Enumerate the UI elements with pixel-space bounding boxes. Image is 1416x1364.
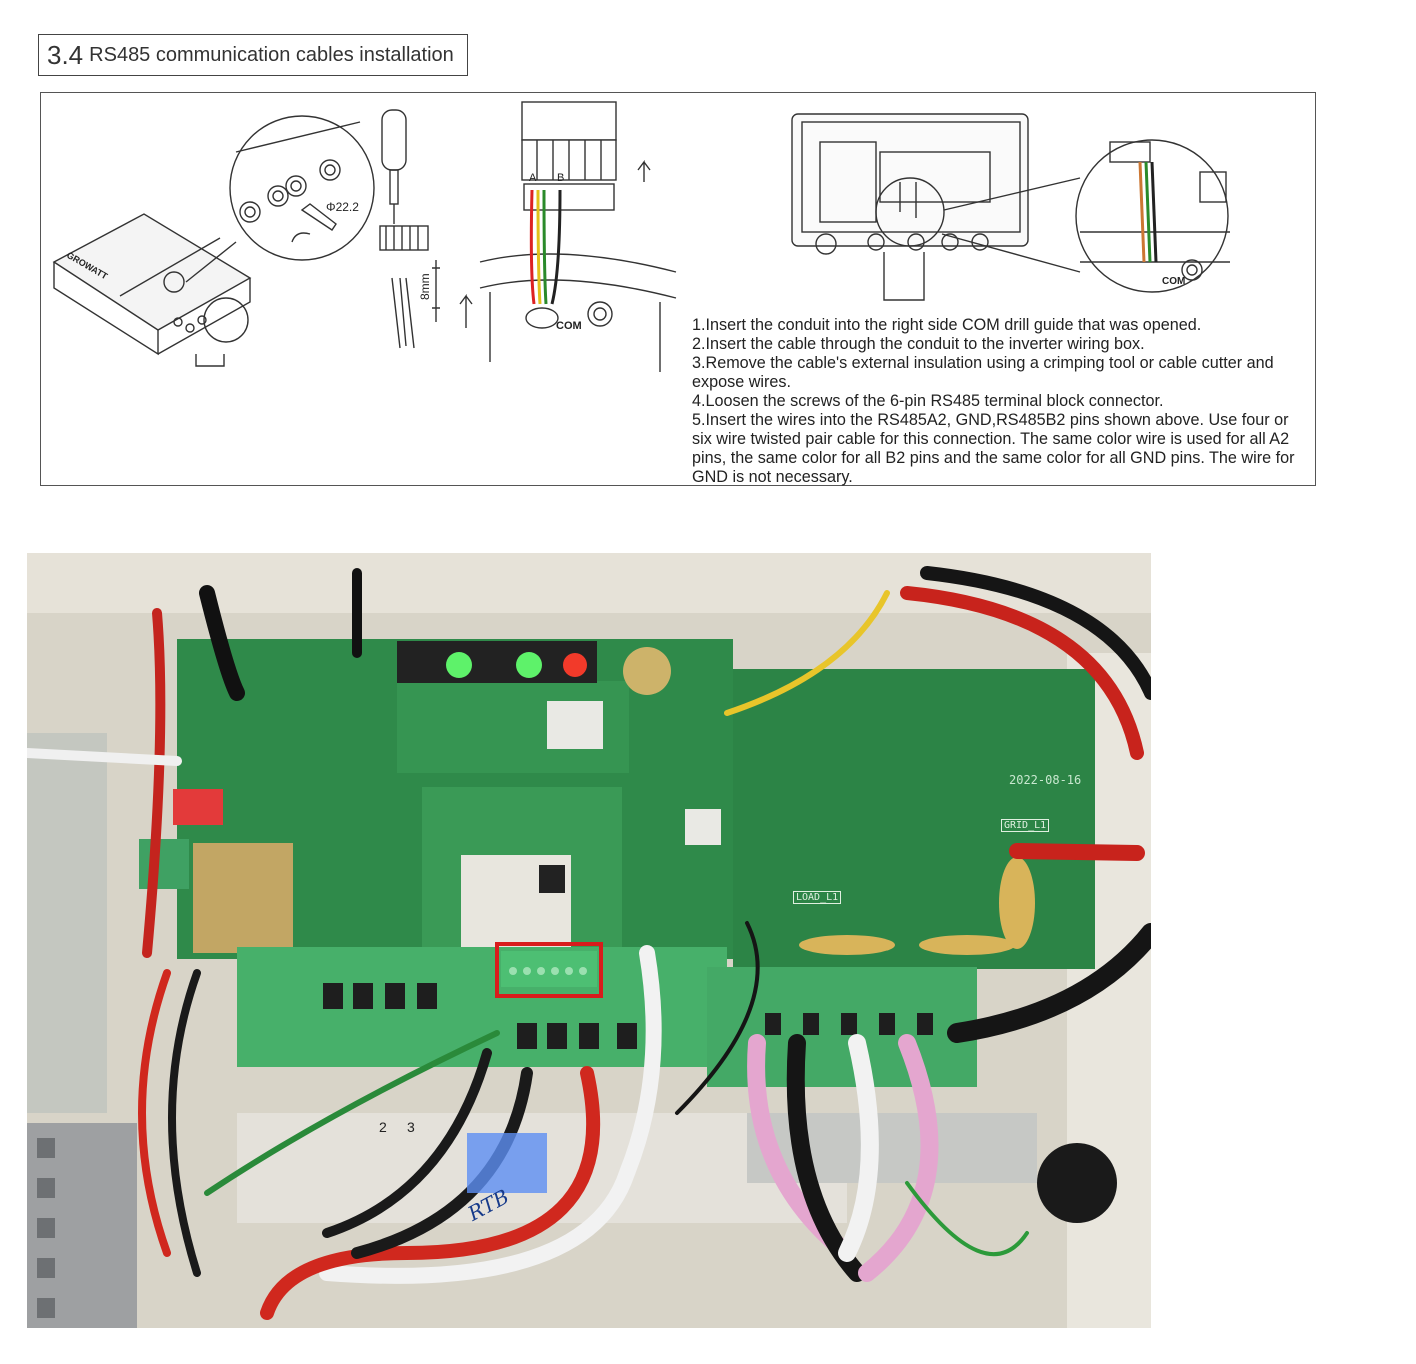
- inverter-illustration: [52, 213, 252, 367]
- pin-a-label: A: [529, 172, 537, 184]
- terminal-number-3: 3: [407, 1119, 415, 1135]
- screwdriver-illustration: [379, 109, 473, 349]
- installation-diagram-frame: [40, 92, 1316, 486]
- section-title: RS485 communication cables installation: [89, 43, 454, 66]
- load-l1-label: LOAD_L1: [793, 891, 842, 904]
- rs485-highlight-box: [495, 942, 603, 998]
- section-number: 3.4: [47, 39, 84, 70]
- wiring-box-photo: 2022-08-16 GRID_L1 LOAD_L1 RTB 2 3: [27, 553, 1151, 1328]
- step-1: 1.Insert the conduit into the right side…: [692, 316, 1202, 334]
- pcb-date-print: 2022-08-16: [1009, 773, 1082, 787]
- diameter-label: Φ22.2: [326, 200, 359, 214]
- step-2: 2.Insert the cable through the conduit t…: [692, 335, 1145, 353]
- wiring-box-photo-art: [27, 553, 1151, 1328]
- com-port-label: COM: [556, 320, 582, 332]
- terminal-number-2: 2: [379, 1119, 387, 1135]
- step-5: 5.Insert the wires into the RS485A2, GND…: [692, 411, 1295, 486]
- installation-illustrations: [52, 101, 1230, 372]
- step-4: 4.Loosen the screws of the 6-pin RS485 t…: [692, 392, 1164, 410]
- pin-b-label: B: [557, 172, 565, 184]
- grid-l1-label: GRID_L1: [1001, 819, 1050, 832]
- conduit-zoom-illustration: [185, 115, 375, 343]
- installation-steps: 1.Insert the conduit into the right side…: [692, 316, 1312, 487]
- rs485-connector-illustration: [479, 101, 677, 372]
- wiring-box-illustration: [791, 113, 1230, 301]
- side-com-label: COM: [1162, 276, 1186, 287]
- strip-length-label: 8mm: [418, 273, 432, 300]
- step-3: 3.Remove the cable's external insulation…: [692, 354, 1274, 391]
- section-heading: 3.4 RS485 communication cables installat…: [38, 34, 468, 76]
